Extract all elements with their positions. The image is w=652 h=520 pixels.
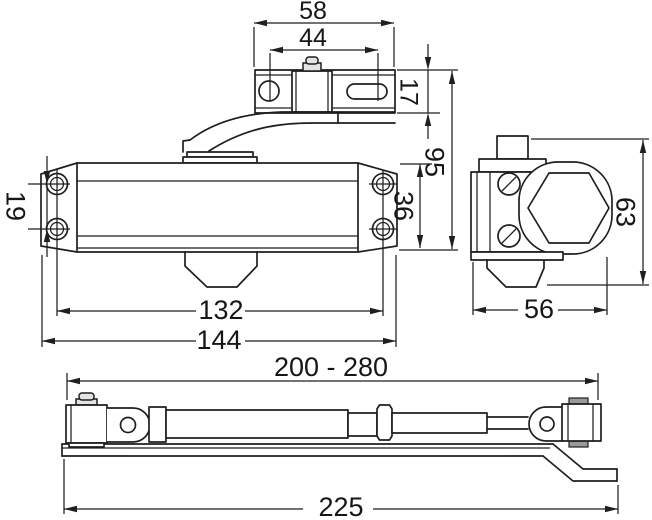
dim-body-height: 36 <box>389 163 432 248</box>
closer-end-view <box>470 135 613 288</box>
dim-label-63: 63 <box>611 197 641 227</box>
hex-housing <box>518 161 613 255</box>
eye-hole <box>539 416 555 432</box>
dim-label-132: 132 <box>198 295 243 325</box>
end-pinion-cover <box>486 259 545 288</box>
hex-adjuster <box>376 404 393 441</box>
arm-shoe <box>65 404 108 444</box>
dim-label-200-280: 200 - 280 <box>274 352 388 382</box>
arm-eye <box>528 406 562 442</box>
dim-mount-hole-gap: 19 <box>1 156 70 257</box>
dim-top-plate-height: 17 <box>394 44 458 139</box>
dim-label-95: 95 <box>420 147 450 177</box>
pivot-hole <box>119 416 137 434</box>
arm-clevis <box>107 407 151 443</box>
dim-mount-hole-span: 132 <box>56 170 384 325</box>
dim-end-width: 56 <box>472 257 608 324</box>
dim-label-17: 17 <box>394 78 422 106</box>
pinion-cover <box>184 251 258 288</box>
closer-body-side-view <box>40 162 398 288</box>
closer-arm <box>182 111 396 164</box>
bracket-slot <box>346 83 388 100</box>
arm-tube <box>165 409 349 439</box>
dim-top-plate-hole-spacing: 44 <box>269 24 379 101</box>
dim-slide-bar-length: 225 <box>63 459 619 520</box>
dim-label-44: 44 <box>299 24 327 52</box>
dim-label-58: 58 <box>299 0 327 25</box>
bracket-hole <box>258 80 280 102</box>
dim-label-56: 56 <box>524 294 554 324</box>
dim-end-height: 63 <box>531 138 649 286</box>
dim-total-height: 95 <box>399 71 458 251</box>
threaded-rod <box>391 412 488 434</box>
end-tab <box>568 440 589 448</box>
dim-top-plate-width: 58 <box>253 0 395 67</box>
dim-arm-reach: 200 - 280 <box>66 352 599 400</box>
dim-label-144: 144 <box>196 325 241 355</box>
dim-label-19: 19 <box>1 191 31 221</box>
hex-socket <box>527 172 610 244</box>
end-view-tab <box>496 135 529 160</box>
dim-label-225: 225 <box>318 492 363 520</box>
arm-assembly-view <box>61 392 618 482</box>
dim-label-36: 36 <box>389 191 419 221</box>
top-bracket <box>254 56 396 114</box>
end-tab <box>568 397 589 405</box>
dim-body-length: 144 <box>41 255 397 355</box>
